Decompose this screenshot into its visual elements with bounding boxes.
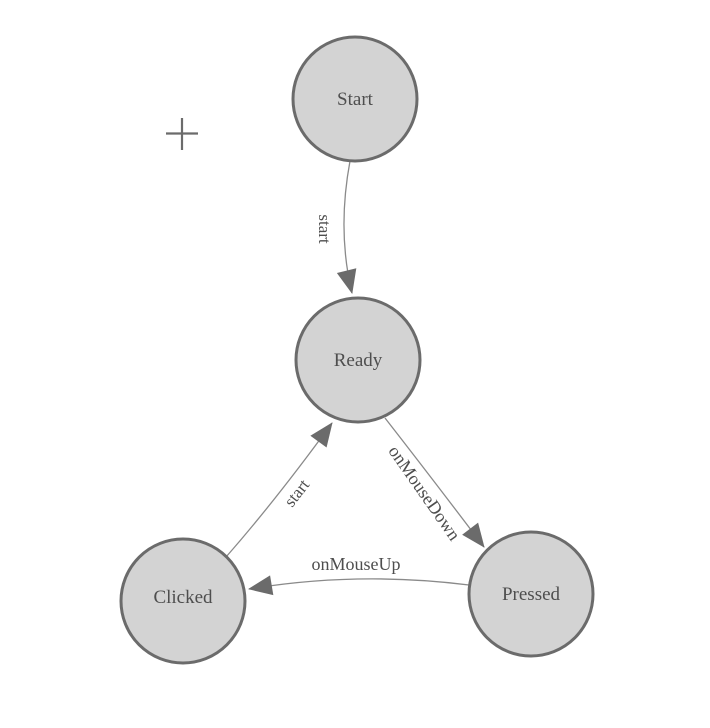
state-node-pressed[interactable]: Pressed [467, 530, 595, 658]
edge-pressed-to-clicked: onMouseUp [248, 554, 470, 596]
edge-label-onmousedown: onMouseDown [385, 442, 465, 544]
state-node-clicked[interactable]: Clicked [119, 537, 247, 665]
node-label-pressed: Pressed [502, 584, 561, 605]
node-label-clicked: Clicked [153, 587, 213, 608]
edge-start-to-ready-path[interactable] [336, 160, 357, 294]
edge-ready-to-pressed-path[interactable] [384, 417, 485, 548]
crosshair-plus-icon[interactable] [166, 118, 198, 150]
node-circle-pressed[interactable] [467, 530, 595, 658]
node-circle-ready[interactable] [294, 296, 422, 424]
edge-ready-to-pressed: onMouseDown [384, 417, 485, 548]
node-label-ready: Ready [334, 350, 383, 371]
edge-clicked-to-ready-path[interactable] [225, 422, 333, 558]
node-circle-clicked[interactable] [119, 537, 247, 665]
edge-start-to-ready: start [315, 160, 357, 294]
edge-pressed-to-clicked-path[interactable] [248, 575, 470, 596]
edge-label-start-1: start [315, 214, 334, 244]
edge-label-onmouseup: onMouseUp [312, 554, 401, 574]
node-circle-start[interactable] [291, 35, 419, 163]
edge-clicked-to-ready: start [225, 422, 333, 558]
node-label-start: Start [337, 89, 374, 110]
edge-label-start-2: start [280, 475, 313, 510]
state-node-ready[interactable]: Ready [294, 296, 422, 424]
state-node-start[interactable]: Start [291, 35, 419, 163]
